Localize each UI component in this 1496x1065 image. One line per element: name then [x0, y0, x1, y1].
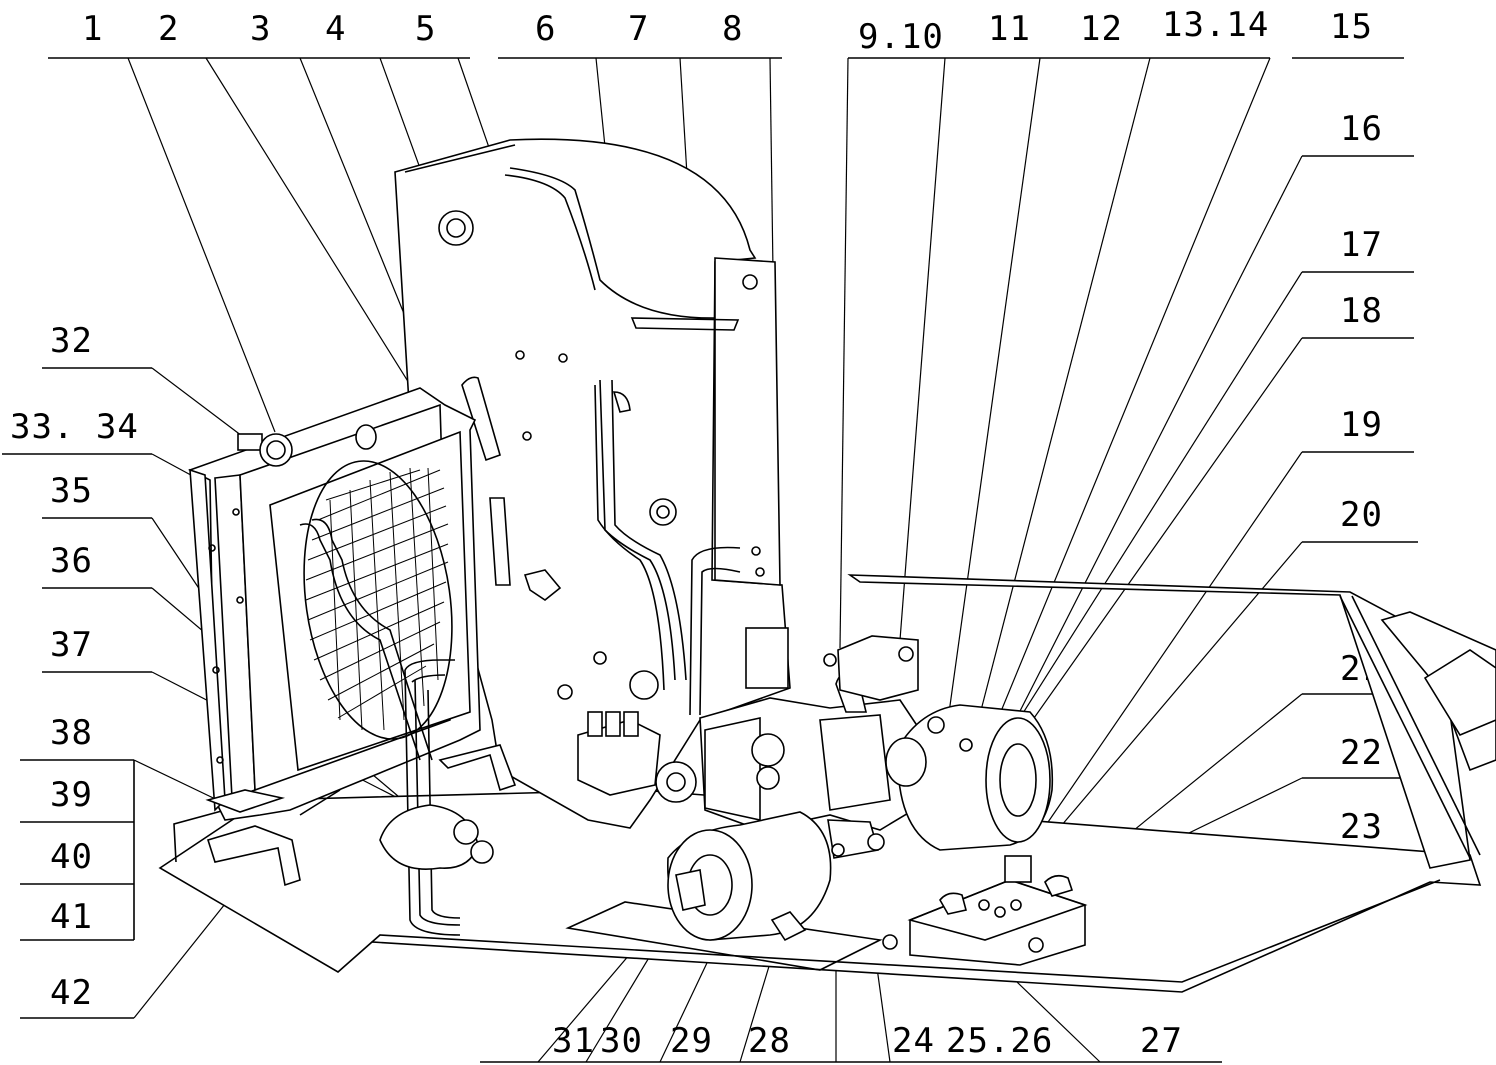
label-40: 40	[50, 837, 93, 877]
label-29: 29	[670, 1021, 713, 1061]
label-9-10: 9.10	[858, 17, 944, 57]
lower-motor	[667, 811, 832, 942]
label-24: 24	[892, 1021, 935, 1061]
label-rules	[2, 57, 1418, 1063]
label-23: 23	[1340, 807, 1383, 847]
label-39: 39	[50, 775, 93, 815]
label-group: 1 2 3 4 5 6 7 8 9.10 11 12 13.14 15 16 1…	[10, 5, 1383, 1061]
label-20: 20	[1340, 495, 1383, 535]
valve-manifold-right	[882, 855, 1088, 966]
label-13-14: 13.14	[1162, 5, 1269, 45]
label-2: 2	[158, 9, 179, 49]
label-28: 28	[748, 1021, 791, 1061]
label-36: 36	[50, 541, 93, 581]
fan-mesh	[305, 467, 449, 731]
label-33-34: 33. 34	[10, 407, 139, 447]
label-22: 22	[1340, 733, 1383, 773]
label-11: 11	[988, 9, 1031, 49]
label-37: 37	[50, 625, 93, 665]
label-7: 7	[628, 9, 649, 49]
label-25-26: 25.26	[946, 1021, 1053, 1061]
label-35: 35	[50, 471, 93, 511]
label-27: 27	[1140, 1021, 1183, 1061]
label-42: 42	[50, 973, 93, 1013]
label-41: 41	[50, 897, 93, 937]
label-4: 4	[325, 9, 346, 49]
label-31: 31	[552, 1021, 595, 1061]
label-3: 3	[250, 9, 271, 49]
upright-plate	[394, 138, 791, 829]
pump-assembly	[699, 627, 1054, 859]
label-6: 6	[535, 9, 556, 49]
label-12: 12	[1080, 9, 1123, 49]
radiator	[187, 387, 517, 936]
label-8: 8	[722, 9, 743, 49]
label-18: 18	[1340, 291, 1383, 331]
label-15: 15	[1330, 7, 1373, 47]
label-1: 1	[82, 9, 103, 49]
label-38: 38	[50, 713, 93, 753]
label-5: 5	[415, 9, 436, 49]
valve-block-left	[557, 651, 697, 803]
label-32: 32	[50, 321, 93, 361]
label-16: 16	[1340, 109, 1383, 149]
label-19: 19	[1340, 405, 1383, 445]
label-17: 17	[1340, 225, 1383, 265]
